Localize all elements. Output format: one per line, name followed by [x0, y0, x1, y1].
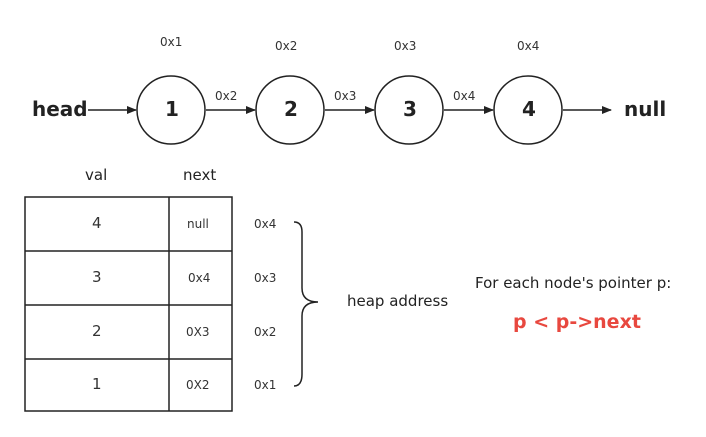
heap-brace	[293, 221, 319, 387]
table-row-address: 0x1	[254, 378, 277, 392]
link-label-1: 0x2	[215, 89, 238, 103]
node-value-2: 2	[284, 97, 298, 121]
node-value-1: 1	[165, 97, 179, 121]
table-cell-next: 0x4	[188, 271, 211, 285]
node-address-1: 0x1	[160, 35, 183, 49]
table-cell-val: 3	[92, 268, 102, 286]
link-label-3: 0x4	[453, 89, 476, 103]
table-cell-val: 1	[92, 375, 102, 393]
table-cell-next: 0X2	[186, 378, 210, 392]
table-row-address: 0x3	[254, 271, 277, 285]
table-cell-val: 4	[92, 214, 102, 232]
node-value-4: 4	[522, 97, 536, 121]
table-cell-next: null	[187, 217, 209, 231]
table-header-next: next	[183, 166, 217, 184]
null-label: null	[624, 97, 667, 121]
node-address-4: 0x4	[517, 39, 540, 53]
table-row-address: 0x2	[254, 325, 277, 339]
head-label: head	[32, 97, 88, 121]
pointer-caption: For each node's pointer p:	[475, 274, 672, 292]
table-cell-val: 2	[92, 322, 102, 340]
node-address-3: 0x3	[394, 39, 417, 53]
table-header-val: val	[85, 166, 108, 184]
table-row-address: 0x4	[254, 217, 277, 231]
list-node-3	[374, 75, 444, 145]
heap-address-label: heap address	[347, 292, 449, 310]
node-value-3: 3	[403, 97, 417, 121]
list-node-2	[255, 75, 325, 145]
link-label-2: 0x3	[334, 89, 357, 103]
node-address-2: 0x2	[275, 39, 298, 53]
table-cell-next: 0X3	[186, 325, 210, 339]
pointer-rule: p < p->next	[513, 311, 641, 333]
list-node-4	[493, 75, 563, 145]
memory-table-border	[24, 196, 233, 412]
list-node-1	[136, 75, 206, 145]
